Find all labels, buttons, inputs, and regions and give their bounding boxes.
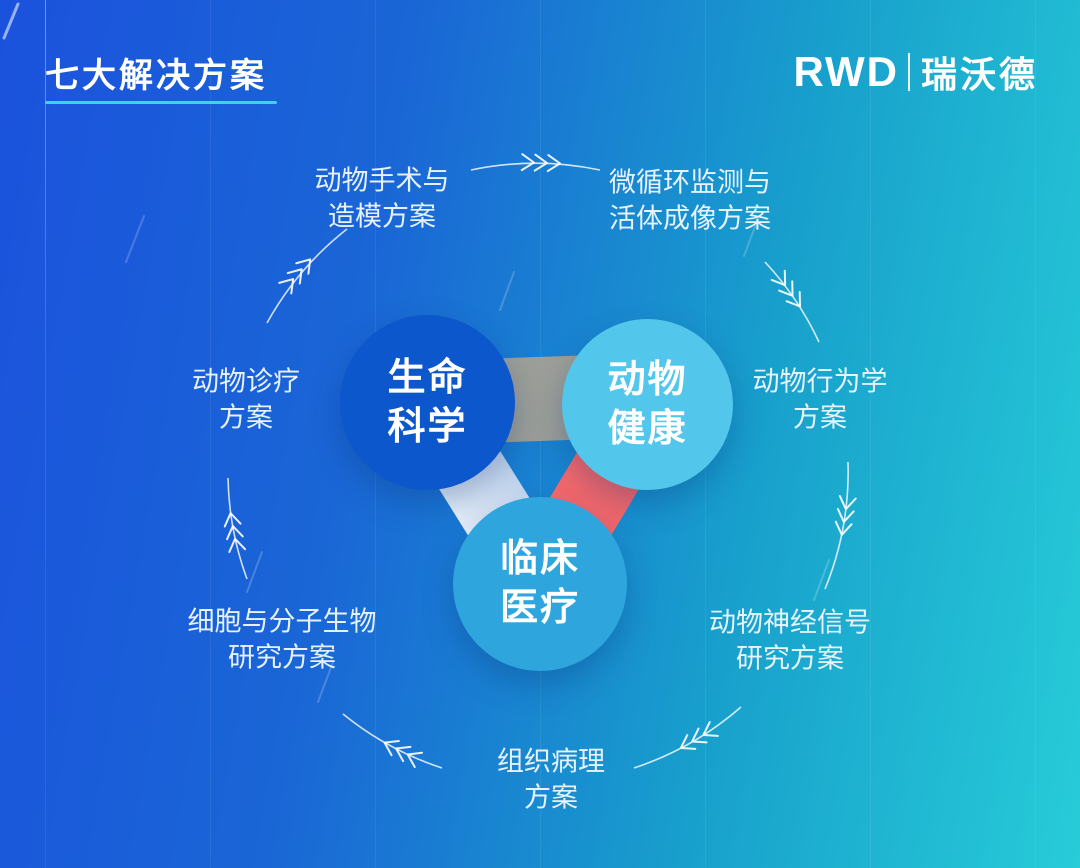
orbit-segment-right [824,461,857,590]
solution-label-line: 动物手术与 [314,165,450,196]
brand-logo: RWD 瑞沃德 [793,46,1038,98]
solution-label-line: 组织病理 [497,746,605,777]
hub-circle-clinical-medical: 临床 医疗 [453,497,627,671]
solution-label-microcirculation-imaging: 微循环监测与 活体成像方案 [609,165,771,236]
solution-label-line: 方案 [219,402,273,432]
solution-label-animal-diagnosis-treatment: 动物诊疗 方案 [192,364,300,435]
title-underline [45,101,277,104]
solution-label-line: 微循环监测与 [609,167,771,198]
background-guide-line [45,0,46,868]
solution-label-line: 细胞与分子生物 [187,606,377,637]
solution-label-animal-surgery-modeling: 动物手术与 造模方案 [315,163,450,234]
decor-slash [743,215,760,257]
hub-circle-life-science: 生命 科学 [340,315,515,490]
rwd-wordmark: RWD [793,48,899,95]
hub-circle-label-line: 生命 [387,356,468,399]
decor-slash [125,215,145,263]
decor-slash [813,559,830,601]
solution-label-line: 动物诊疗 [192,366,300,397]
hub-circle-label-line: 临床 [499,538,580,581]
decor-slash [246,551,263,593]
hub-circle-label-line: 科学 [387,405,468,448]
solution-label-cell-molecular-biology: 细胞与分子生物 研究方案 [188,604,377,675]
solution-label-histopathology: 组织病理 方案 [497,744,605,815]
hub-circle-label-line: 健康 [607,407,688,450]
solution-label-line: 活体成像方案 [609,203,771,233]
decor-slash [2,2,20,40]
logo-chinese-name: 瑞沃德 [920,54,1038,95]
solution-label-animal-neural-signal: 动物神经信号 研究方案 [709,605,871,676]
orbit-segment-upper-right [764,261,820,343]
solution-label-line: 方案 [524,782,578,812]
hub-circle-label-line: 医疗 [499,587,580,629]
solution-label-line: 动物行为学 [752,366,888,397]
orbit-segment-upper-left [266,228,348,324]
orbit-segment-left [223,477,248,580]
solution-label-line: 研究方案 [228,642,336,672]
logo-divider [907,53,910,91]
background-guide-line [210,0,211,868]
solution-label-line: 方案 [793,402,847,432]
decor-slash [499,271,515,311]
orbit-segment-lower-right [633,706,742,769]
hub-circle-animal-health: 动物 健康 [562,319,733,490]
decor-slash [317,661,334,703]
solution-label-animal-behavior: 动物行为学 方案 [753,364,888,435]
background-guide-line [1035,0,1036,868]
hub-circle-label-line: 动物 [607,358,688,401]
orbit-segment-top [470,153,601,173]
solution-label-line: 研究方案 [736,643,844,673]
page-title: 七大解决方案 [45,57,267,95]
background-guide-line [870,0,871,868]
solution-label-line: 造模方案 [328,201,436,231]
solution-label-line: 动物神经信号 [709,607,871,638]
orbit-segment-lower-left [342,713,443,769]
